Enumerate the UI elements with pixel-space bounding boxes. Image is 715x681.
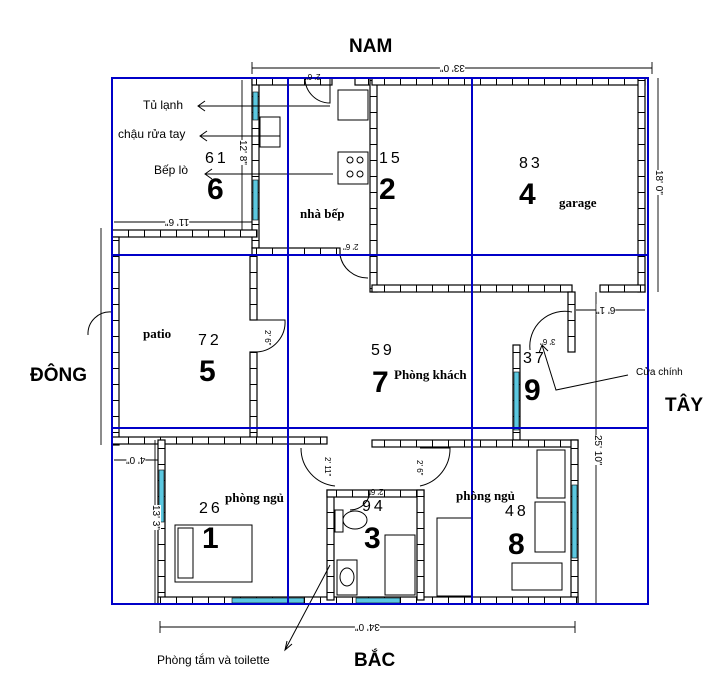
label-sink: chậu rửa tay [118, 127, 186, 141]
room-5-area: 72 [198, 332, 222, 349]
bathtub [384, 534, 416, 596]
label-main-door: Cửa chính [636, 367, 683, 378]
room-7-area: 59 [371, 342, 395, 359]
label-stove: Bếp lò [154, 163, 189, 177]
fridge [337, 89, 369, 121]
room-1-number: 1 [202, 522, 219, 555]
desk-2 [534, 501, 566, 553]
direction-west: TÂY [665, 395, 703, 416]
room-9-number: 9 [524, 374, 541, 407]
dim-left-offset: 4' 0" [126, 454, 146, 465]
room-7-number: 7 [372, 366, 389, 399]
room-2-area: 15 [379, 150, 403, 167]
dim-kitchen-height: 12' 8" [237, 140, 248, 165]
room-2-number: 2 [379, 173, 396, 206]
room-1-area: 26 [199, 500, 223, 517]
room-9-area: 37 [523, 350, 547, 367]
room-4-name: garage [559, 195, 597, 210]
dim-right-height: 25' 10" [592, 435, 603, 466]
desk-3 [511, 562, 563, 591]
room-6-area: 61 [205, 150, 229, 167]
toilet [342, 510, 368, 530]
room-8-name: phòng ngủ [456, 488, 515, 503]
room-7-name: Phòng khách [394, 367, 467, 382]
label-fridge: Tủ lạnh [143, 98, 184, 112]
dim-entry-width: 6' 1" [596, 304, 616, 315]
room-5-number: 5 [199, 355, 216, 388]
direction-north: BẮC [354, 650, 396, 671]
dim-door-kitchen-bottom: 2' 6" [343, 242, 359, 251]
dim-top: 33' 0" [440, 62, 465, 73]
dim-door-kitchen-top: 2' 6" [305, 72, 321, 81]
dim-door-bed1: 2' 11" [323, 457, 332, 477]
room-4-number: 4 [519, 178, 536, 211]
grid-lines [111, 77, 649, 605]
room-5-name: patio [143, 326, 172, 341]
direction-east: ĐÔNG [30, 365, 87, 386]
bed-2 [436, 517, 473, 597]
room-8-number: 8 [508, 528, 525, 561]
dim-bottom: 34' 0" [355, 621, 380, 632]
dim-door-patio: 2' 6" [263, 330, 272, 346]
dim-door-bed2: 2' 6" [415, 460, 424, 476]
pointer-lines [197, 100, 629, 652]
room-6-number: 6 [207, 173, 224, 206]
dim-door-entry: 3' 6" [540, 337, 556, 346]
room-2-name: nhà bếp [300, 206, 345, 221]
direction-south: NAM [349, 36, 393, 57]
room-3-number: 3 [364, 522, 381, 555]
room-1-name: phòng ngủ [225, 490, 284, 505]
stove [337, 151, 369, 185]
dim-room6-width: 11' 6" [165, 216, 190, 227]
desk-1 [536, 449, 566, 499]
furniture [174, 89, 566, 597]
room-3-area: 94 [362, 498, 386, 515]
room-4-area: 83 [519, 155, 543, 172]
dim-bedroom-height: 13' 3" [150, 505, 161, 530]
dim-garage-height: 18' 0" [653, 170, 664, 195]
room-8-area: 48 [505, 503, 529, 520]
label-bathroom: Phòng tắm và toilette [157, 653, 270, 667]
dim-door-bath: 2' 6" [368, 487, 384, 496]
sink [259, 116, 281, 148]
